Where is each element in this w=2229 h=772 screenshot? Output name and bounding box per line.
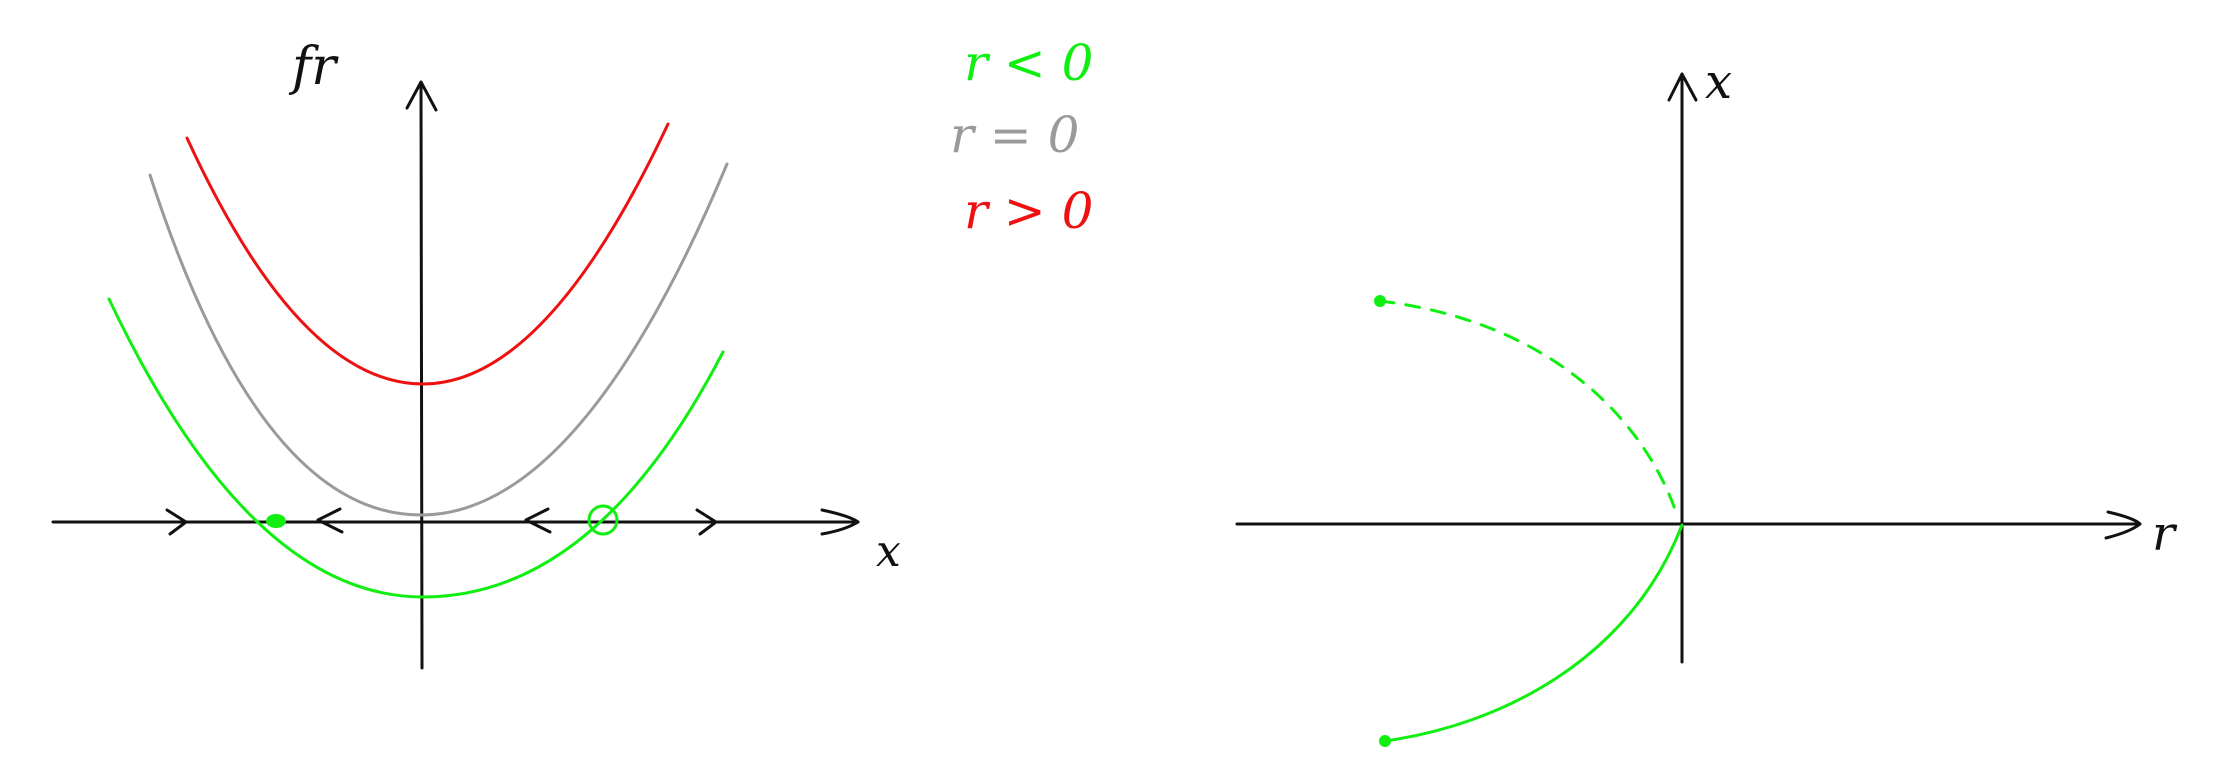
legend-r-positive: r > 0 bbox=[964, 182, 1093, 240]
right-x-axis-arrowhead bbox=[2104, 510, 2142, 540]
unstable-fixed-point bbox=[587, 504, 619, 536]
legend-r-negative: r < 0 bbox=[964, 34, 1093, 92]
flow-arrow-right-2 bbox=[695, 508, 718, 536]
legend-r-zero: r = 0 bbox=[950, 106, 1079, 164]
left-x-axis-label: x bbox=[876, 526, 901, 577]
stable-branch-endpoint bbox=[1379, 735, 1391, 747]
left-panel: fr x bbox=[51, 37, 901, 670]
stable-branch-solid bbox=[1383, 523, 1684, 743]
curve-r-positive bbox=[185, 122, 670, 386]
left-x-axis-arrowhead bbox=[820, 508, 860, 536]
curve-r-negative bbox=[107, 297, 725, 599]
unstable-branch-dashed bbox=[1378, 299, 1678, 514]
curve-r-zero bbox=[148, 162, 729, 517]
stable-fixed-point bbox=[266, 514, 286, 528]
flow-arrow-left-2 bbox=[524, 507, 552, 534]
left-y-axis bbox=[419, 82, 424, 670]
unstable-branch-endpoint bbox=[1374, 295, 1386, 307]
flow-arrow-left-1 bbox=[316, 507, 344, 534]
right-y-axis-arrowhead bbox=[1667, 72, 1698, 102]
right-x-axis-label: r bbox=[2152, 506, 2178, 562]
left-y-axis-arrowhead bbox=[405, 80, 438, 112]
flow-arrow-right-1 bbox=[165, 508, 188, 536]
legend: r < 0 r = 0 r > 0 bbox=[950, 34, 1093, 240]
left-y-axis-label: fr bbox=[288, 37, 339, 97]
right-panel: x r bbox=[1235, 54, 2178, 747]
right-y-axis-label: x bbox=[1705, 54, 1732, 110]
